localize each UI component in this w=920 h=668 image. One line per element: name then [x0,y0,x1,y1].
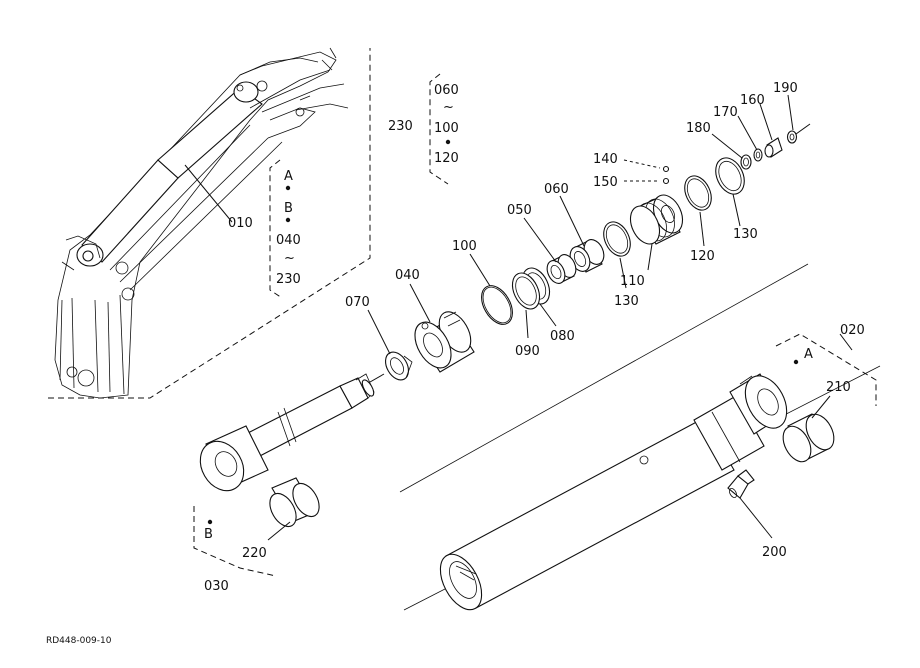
label-190: 190 [773,81,798,96]
label-130-left: 130 [614,294,639,309]
group230-mid: 100 [434,121,459,136]
label-150: 150 [593,175,618,190]
group230-tilde: ~ [443,100,454,115]
ref-a: A [804,347,813,362]
range-to: 230 [276,272,301,287]
part-210-bushing [782,413,835,463]
part-130-ring-left [603,221,631,257]
label-070: 070 [345,295,370,310]
part-120-ring [684,175,712,211]
part-200-grease-fitting [727,469,755,499]
range-tilde: ~ [284,251,295,266]
label-200: 200 [762,545,787,560]
label-230: 230 [388,119,413,134]
group-a-b-bracket: A B 040 ~ 230 [269,159,301,299]
group230-from: 060 [434,83,459,98]
label-060: 060 [544,182,569,197]
mark-b-dot [285,217,291,223]
part-160-nut [764,137,783,158]
mark-b: B [284,201,293,216]
label-210: 210 [826,380,851,395]
label-010: 010 [228,216,253,231]
part-180-ring [740,154,752,170]
label-120: 120 [690,249,715,264]
part-070-wiper [384,351,413,381]
label-110: 110 [620,274,645,289]
label-100: 100 [452,239,477,254]
mark-a-dot [285,185,291,191]
label-140: 140 [593,152,618,167]
label-080: 080 [550,329,575,344]
group230-to: 120 [434,151,459,166]
ref-a-dot [793,359,799,365]
part-220-bushing [269,477,320,528]
label-030: 030 [204,579,229,594]
label-180: 180 [686,121,711,136]
part-110-piston [629,194,684,245]
range-from: 040 [276,233,301,248]
part-130-ring-right [715,157,745,195]
ref-b: B [204,527,213,542]
group-230-bracket: 230 060 ~ 100 120 [388,73,459,185]
label-040: 040 [395,268,420,283]
label-220: 220 [242,546,267,561]
ref-b-dot [207,519,213,525]
drawing-code: RD448-009-10 [46,636,112,646]
part-020-cylinder-tube [399,263,881,611]
label-020: 020 [840,323,865,338]
part-040-cylinder-head [414,311,475,373]
part-190-ring [786,130,798,144]
label-050: 050 [507,203,532,218]
part-030-piston-rod [199,373,375,492]
group230-dot [445,139,451,145]
label-130-right: 130 [733,227,758,242]
boom-arm-assembly [48,47,371,399]
part-150 [662,177,670,185]
label-160: 160 [740,93,765,108]
part-170-washer [753,148,763,162]
part-140 [662,165,670,173]
mark-a: A [284,169,293,184]
part-090-seal [511,272,541,310]
label-090: 090 [515,344,540,359]
label-170: 170 [713,105,738,120]
part-100-oring [481,285,513,325]
